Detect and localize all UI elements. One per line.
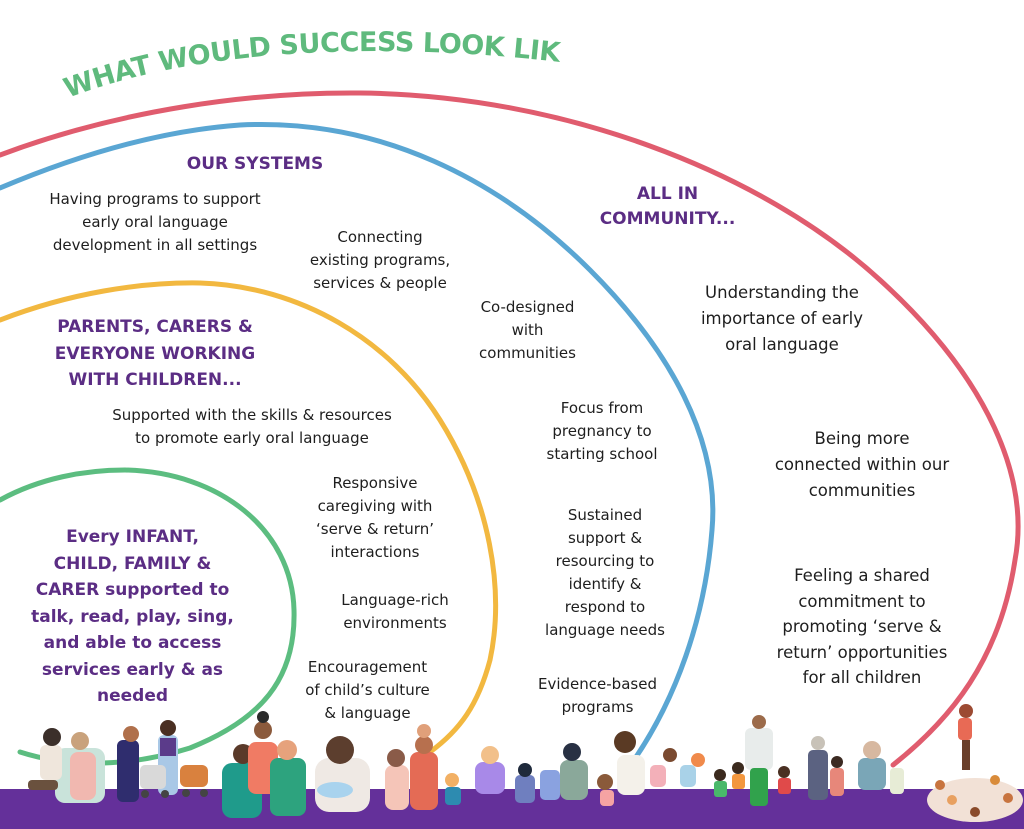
systems-item: Focus from pregnancy to starting school [546,399,658,463]
core-statement: Every INFANT, CHILD, FAMILY & CARER supp… [31,527,234,706]
systems-heading: OUR SYSTEMS [186,154,324,174]
systems-item: Having programs to support early oral la… [49,190,261,254]
storytime-circle-icon [927,704,1023,822]
parents-item: Language-rich environments [341,591,449,632]
illustration-strip [28,704,1023,822]
parents-item: Encouragement of child’s culture & langu… [305,658,430,722]
parents-item: Supported with the skills & resources to… [112,406,392,447]
community-item: Being more connected within our communit… [774,429,950,500]
family-playing-icon [385,724,505,810]
expectant-couple-armchair-icon [28,728,105,803]
coach-with-children-icon [714,715,791,806]
parents-with-prams-icon [117,720,208,802]
community-heading: ALL IN COMMUNITY... [599,184,736,229]
children-reading-together-icon [515,743,614,806]
ring-parents-arc [0,280,499,755]
systems-item: Sustained support & resourcing to identi… [545,506,665,639]
grandparents-with-children-icon [808,736,904,800]
systems-item: Co-designed with communities [479,298,576,362]
ring-community-arc [0,90,1021,768]
educator-with-children-icon [614,731,705,795]
parents-heading: PARENTS, CARERS & EVERYONE WORKING WITH … [54,317,256,390]
community-item: Understanding the importance of early or… [700,283,864,354]
floor-band [0,789,1024,829]
fathers-with-children-icon [222,711,306,818]
breastfeeding-mother-icon [315,736,370,812]
community-item: Feeling a shared commitment to promoting… [776,566,948,687]
systems-item: Evidence-based programs [538,675,657,716]
systems-item: Connecting existing programs, services &… [309,228,451,292]
parents-item: Responsive caregiving with ‘serve & retu… [316,474,434,561]
ring-systems-arc [0,121,716,763]
